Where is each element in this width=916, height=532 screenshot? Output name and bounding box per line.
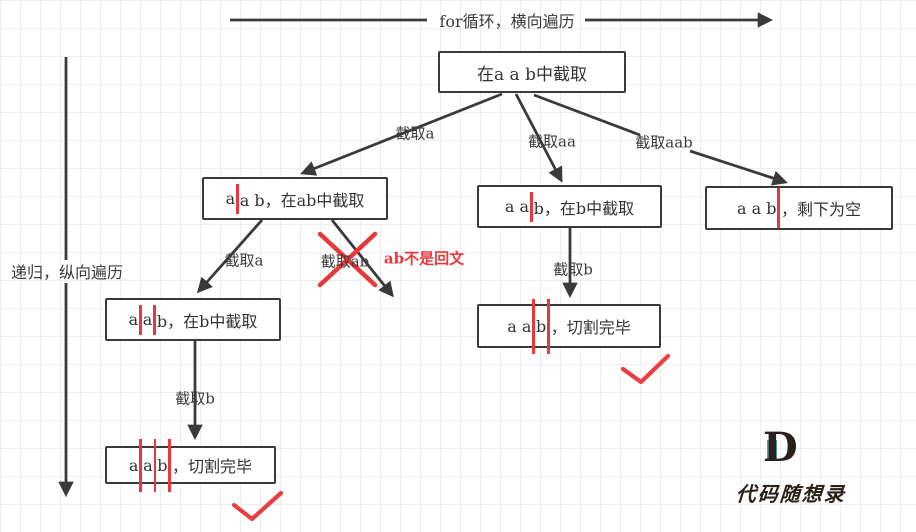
node-text: a — [225, 189, 236, 208]
edge-label-root-n3: 截取aab — [635, 133, 693, 152]
node-text: b，在b中截取 — [533, 198, 635, 218]
checkmark-icon-n5 — [231, 490, 284, 522]
edge-root-n3-upper — [533, 93, 641, 137]
node-text: a — [143, 455, 153, 475]
rejection-note: ab不是回文 — [383, 249, 465, 268]
cut-line — [530, 191, 533, 222]
edge-label-n4-n5: 截取b — [175, 389, 215, 408]
cut-line — [153, 438, 157, 492]
node-text: a — [128, 455, 139, 475]
node-text: b — [535, 316, 547, 336]
edge-label-root-n2: 截取aa — [528, 132, 576, 151]
node-text: a b，在ab中截取 — [239, 190, 365, 210]
cut-line — [168, 438, 172, 492]
node-root: 在a a b中截取 — [438, 51, 626, 93]
watermark: D 代码随想录 — [726, 428, 856, 507]
node-text: a — [142, 310, 153, 329]
recursion-axis-label: 递归，纵向遍历 — [10, 263, 124, 282]
node-text: b — [157, 455, 168, 475]
node-text: ，切割完毕 — [550, 318, 631, 337]
edge-label-root-n1: 截取a — [395, 124, 435, 143]
node-text: a — [128, 310, 139, 329]
cut-line — [777, 188, 781, 228]
edge-label-n2-n6: 截取b — [553, 260, 593, 279]
cut-line — [139, 438, 143, 492]
logo-letter: D — [763, 424, 798, 471]
node-text: 在a a b中截取 — [477, 64, 587, 85]
watermark-text: 代码随想录 — [735, 482, 847, 506]
checkmark-icon-n6 — [620, 353, 671, 385]
cut-line — [139, 304, 142, 335]
edge-label-n1-rejected: 截取ab — [320, 252, 370, 271]
node-text: a a — [504, 197, 530, 216]
edge-root-n3-lower — [689, 149, 788, 186]
for-loop-axis-label: for循环，横向遍历 — [439, 12, 575, 31]
node-text: b，在b中截取 — [156, 311, 258, 331]
node-text: ，切割完毕 — [172, 457, 253, 476]
edge-label-n1-n4: 截取a — [224, 251, 264, 270]
logo-d-icon: D — [760, 428, 802, 476]
cut-line — [236, 183, 239, 214]
node-text: a a — [507, 316, 532, 336]
cut-line — [547, 298, 550, 354]
node-text: a a b — [736, 198, 777, 218]
cut-line — [532, 298, 535, 354]
cut-line — [153, 304, 156, 335]
logo-teal-bar — [767, 440, 777, 461]
node-text: ，剩下为空 — [781, 200, 862, 219]
node-cut-aab-empty: a a b，剩下为空 — [705, 186, 893, 230]
